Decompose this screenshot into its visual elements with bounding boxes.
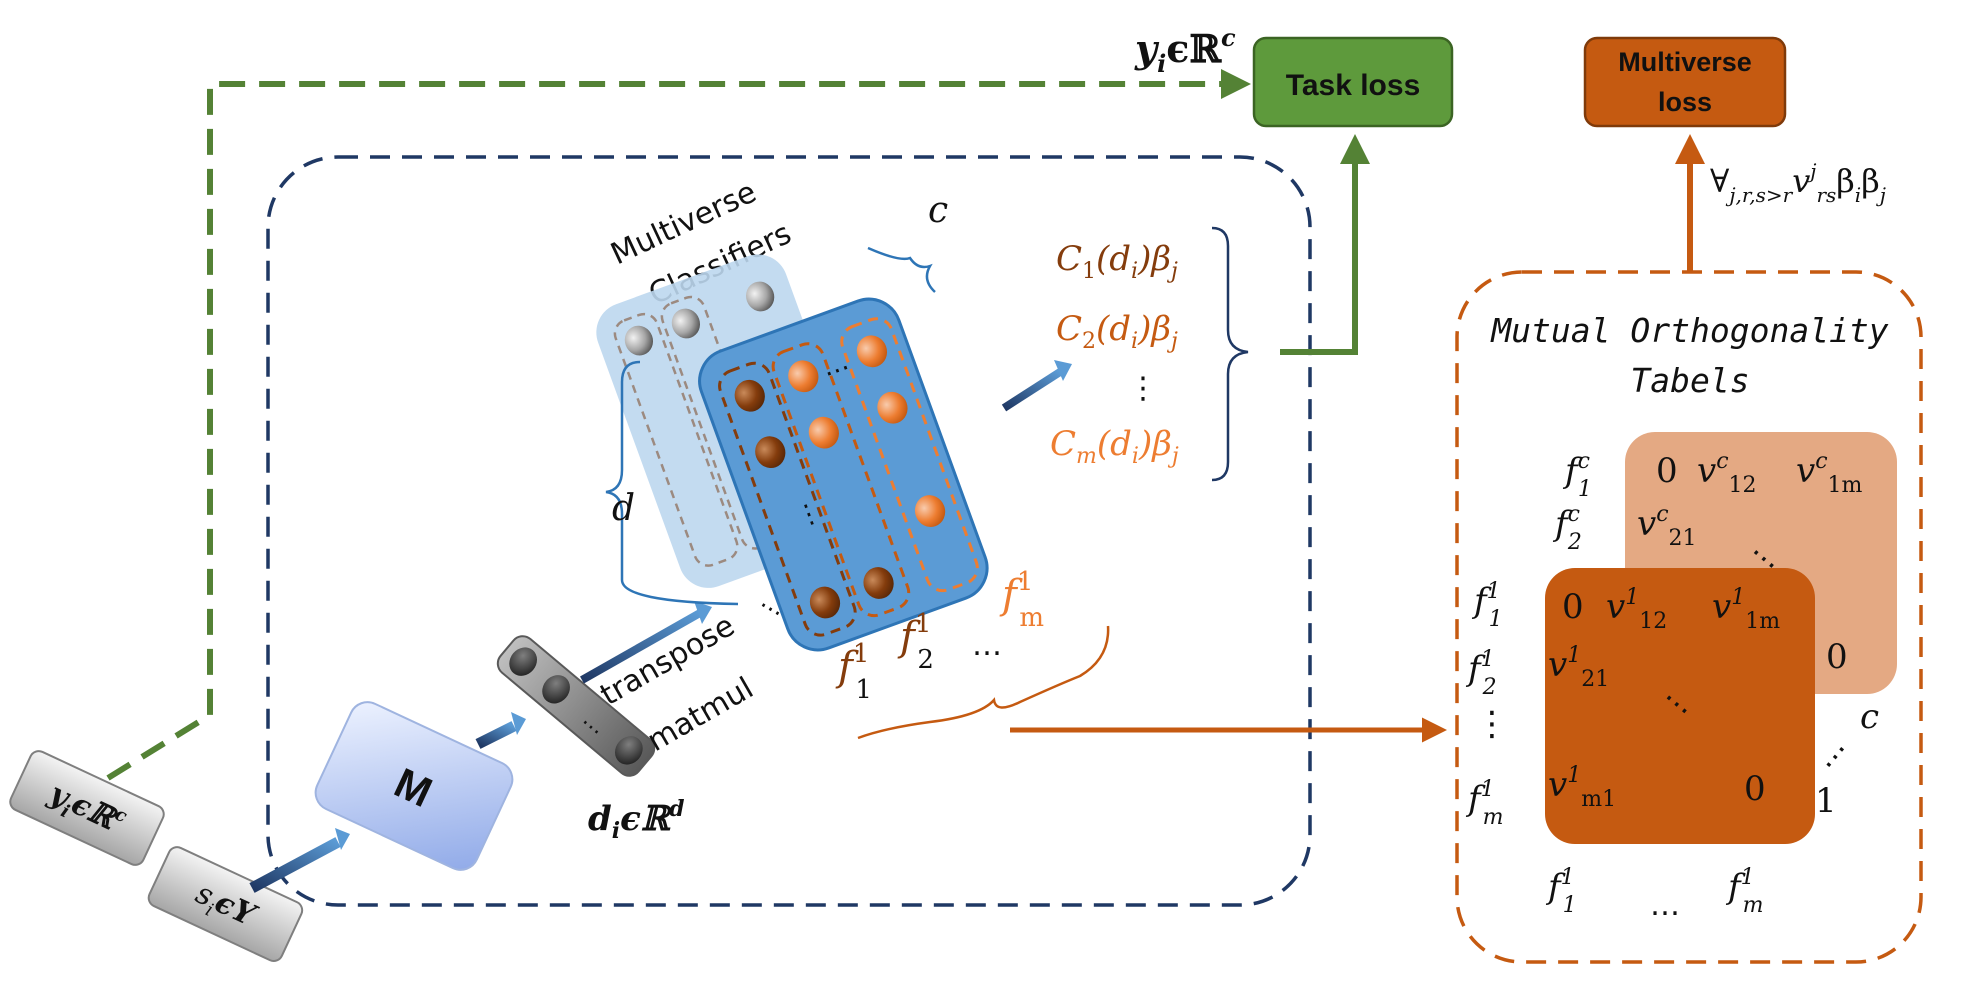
- table-c-depth-label: c: [1860, 697, 1879, 737]
- classifiers-to-outputs-arrow: [1001, 368, 1063, 412]
- sample-input-token: siϵY: [147, 846, 304, 962]
- table-c-cell-v1m: vc1m: [1796, 449, 1863, 498]
- table-c-cell-zero: 0: [1656, 451, 1678, 491]
- classifier-plane-front: … ⋮: [698, 297, 989, 652]
- classifier-outputs-brace: [1211, 226, 1249, 482]
- multiverse-loss-label-line2: loss: [1658, 87, 1712, 117]
- task-loss-label: Task loss: [1286, 69, 1421, 102]
- d-dimension-label: d: [612, 488, 635, 529]
- feature-label-dots: …: [972, 628, 1002, 663]
- model-block: M: [314, 701, 514, 871]
- c-dimension-brace: [867, 246, 936, 293]
- mutual-orthogonality-frame: [1455, 270, 1923, 964]
- table-1-col-dots: …: [1650, 888, 1680, 923]
- table-1-cell-v12: v112: [1606, 585, 1667, 634]
- table-c-cell-v12: vc12: [1697, 449, 1757, 498]
- model-region-frame: [266, 155, 1312, 907]
- classifier-output-m: Cm(di)βj: [1050, 424, 1179, 469]
- table-1-cell-vm1: v1m1: [1548, 763, 1616, 812]
- target-label-top: yiϵℝc: [1134, 23, 1236, 78]
- mot-title-line2: Tabels: [1630, 361, 1749, 400]
- classifier-output-1: C1(di)βj: [1056, 239, 1178, 284]
- table-c-depth-dots: ⋯: [1812, 734, 1858, 779]
- output-to-task-loss-connector: [1280, 134, 1370, 355]
- mot-title-line1: Mutual Orthogonality: [1490, 311, 1888, 350]
- model-to-embedding-arrow: [475, 721, 517, 749]
- multiverse-loss-formula: ∀j,r,s>rvjrsβiβj: [1710, 159, 1886, 207]
- input-to-model-arrow: [249, 837, 341, 893]
- table-1-row-vdots: ⋮: [1475, 704, 1509, 744]
- target-input-token: yiϵℝc: [9, 750, 165, 866]
- task-loss-box: Task loss: [1252, 36, 1454, 128]
- embedding-label: diϵℝd: [588, 796, 685, 844]
- multiverse-loss-label-line1: Multiverse: [1618, 47, 1752, 77]
- table-1-cell-zero-2: 0: [1744, 769, 1766, 809]
- table-1-cell-zero: 0: [1562, 587, 1584, 627]
- label-path-green-dashed: [106, 69, 1251, 781]
- table-c-cell-one: 1: [1815, 781, 1837, 821]
- orthogonality-table-1: [1545, 568, 1815, 844]
- table-c-cell-zero-2: 0: [1826, 637, 1848, 677]
- embedding-vector: …: [496, 635, 656, 777]
- classifier-output-2: C2(di)βj: [1056, 309, 1178, 354]
- multiverse-loss-box: Multiverse loss: [1583, 36, 1787, 128]
- transpose-matmul-arrow: [580, 609, 702, 684]
- d-dimension-brace: [605, 360, 739, 606]
- features-brace: [857, 625, 1110, 740]
- table-1-cell-v21: v121: [1548, 643, 1609, 692]
- table-c-cell-v21: vc21: [1637, 502, 1697, 551]
- c-dimension-label: c: [928, 190, 948, 231]
- classifier-output-vdots: ⋮: [1128, 371, 1158, 406]
- table-1-cell-v1m: v11m: [1712, 585, 1780, 634]
